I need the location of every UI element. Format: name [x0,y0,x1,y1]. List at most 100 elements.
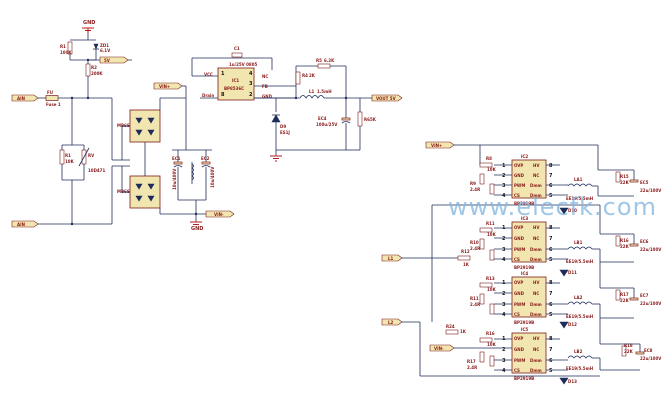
ch3-rload-value: 22K [620,298,630,303]
channel-2: R11 10K R10 2.4R IC3 BP2919B OVP GND PWM… [470,205,662,277]
ch2-rs-label: R10 [470,240,479,245]
gnd-out [270,155,282,162]
rk-value: 1K [463,262,470,267]
port-l1[interactable] [381,254,403,262]
ch2-cap-value: 22u/100V [640,247,662,252]
ch1-rload-label: R15 [620,174,629,179]
gnd-mid: GND [190,221,203,232]
resistor-r24 [445,329,459,335]
ch4-pin-pwm: PWM [514,358,525,363]
ch1-rb-label: R8 [486,156,492,161]
port-vin-plus-right[interactable] [425,141,455,149]
ch1-diode-label: D10 [568,208,577,213]
port-vout[interactable] [371,94,403,102]
ch3-pin-gnd: GND [514,291,525,296]
ch4-cap-value: 22u/100V [640,356,662,361]
ch1-rs-value: 2.4R [470,187,480,192]
ch4-rb-label: R16 [486,331,495,336]
resistor-r5 [317,63,331,69]
channel-1: R8 10K R9 2.4R IC2 BP2919B 1 2 3 4 8 7 6… [470,145,662,215]
svg-text:3: 3 [502,358,506,364]
port-5v-top-label: 5V [104,58,111,63]
port-vin-minus-left[interactable] [205,210,235,218]
svg-text:3: 3 [502,247,506,253]
ch2-pin-nc: NC [533,236,539,241]
resistor-r2 [85,63,91,77]
cap-ec1 [173,165,183,168]
l1-value: 1.5mH [317,89,332,94]
ch2-ind-value: EE19/5.5mH [566,259,593,264]
ch1-ind-label: LA1 [574,177,583,182]
ch1-ic-part: BP2919B [514,201,534,206]
svg-text:2: 2 [502,236,506,242]
ch1-pin-gnd: GND [514,173,525,178]
ch4-pin-cs: CS [514,368,520,373]
cap-c1 [231,52,243,58]
ch2-diode-label: D11 [568,270,577,275]
svg-text:3: 3 [502,183,506,189]
gnd-top-label: GND [83,20,95,26]
ec1-label: EC1 [172,156,181,161]
r1-label: R1 [60,44,66,49]
ch2-cap-label: EC6 [640,239,649,244]
ch2-ic-part: BP2919B [514,265,534,270]
fuse-name: Fuse 1 [46,102,61,107]
ec2-value: 10u/400V [210,166,215,188]
port-vout-label: VOUT 5V [376,96,397,101]
ch4-rload-label: R18 [624,343,633,348]
ch3-rs [479,293,485,305]
ch4-ra [489,355,495,367]
r5-value: 6.2K [324,58,335,63]
ch4-pin-gnd: GND [514,347,525,352]
r5-label: R5 [316,58,322,63]
ch1-cap-value: 22u/100V [640,188,662,193]
svg-text:4: 4 [502,193,506,199]
zd1-label: ZD1 [100,43,109,48]
svg-text:2: 2 [249,92,253,98]
ch1-rs [479,173,485,185]
port-l2[interactable] [381,318,403,326]
svg-text:6: 6 [549,358,553,364]
ch3-rb-value: 10K [487,287,497,292]
cap-ec2 [201,165,211,168]
ch1-cap-label: EC5 [640,180,649,185]
ch1-pin-cs: CS [514,193,520,198]
port-ain-top[interactable] [11,94,39,102]
ch1-pin-pwm: PWM [514,183,525,188]
ch4-ic [511,332,547,374]
port-vin-minus-right-label: VIN- [434,346,444,351]
ch2-pin-gnd: GND [514,236,525,241]
ch3-rb-label: R13 [486,276,495,281]
svg-text:2: 2 [502,173,506,179]
ch3-pin-dim1: Dmm [530,302,542,307]
ch1-rb-value: 10K [487,167,497,172]
ch1-pin-dim1: Dmm [530,183,542,188]
gnd-top: GND [82,20,95,33]
ch4-rs-label: R17 [467,359,476,364]
svg-text:5: 5 [549,193,553,199]
diode-d9 [271,114,281,123]
rk-label: R12 [461,249,470,254]
ch4-cap-label: EC8 [644,348,653,353]
svg-text:2: 2 [502,347,506,353]
resistor-r4 [295,71,301,85]
port-vin-plus-left[interactable] [153,82,183,90]
rv-label: RV [88,153,95,158]
c1-value: 1u/25V 0805 [229,62,257,67]
port-ain-bottom[interactable] [11,220,39,228]
resistor-r6 [357,111,363,127]
ch2-rb-label: R11 [486,221,495,226]
port-vin-minus-left-label: VIN- [214,212,224,217]
ch3-ic-label: IC4 [521,271,528,276]
ch3-rs-value: 2.4R [470,302,480,307]
svg-text:6: 6 [549,247,553,253]
svg-text:8: 8 [221,92,225,98]
ch2-pin-ovp: OVP [514,225,523,230]
ch1-pin-hv: HV [533,163,540,168]
resistor-rk [457,255,471,261]
ch4-pin-ovp: OVP [514,336,523,341]
port-vin-minus-right[interactable] [429,344,455,352]
ch2-ind-label: LB1 [574,240,583,245]
ch2-rload-label: R16 [620,238,629,243]
